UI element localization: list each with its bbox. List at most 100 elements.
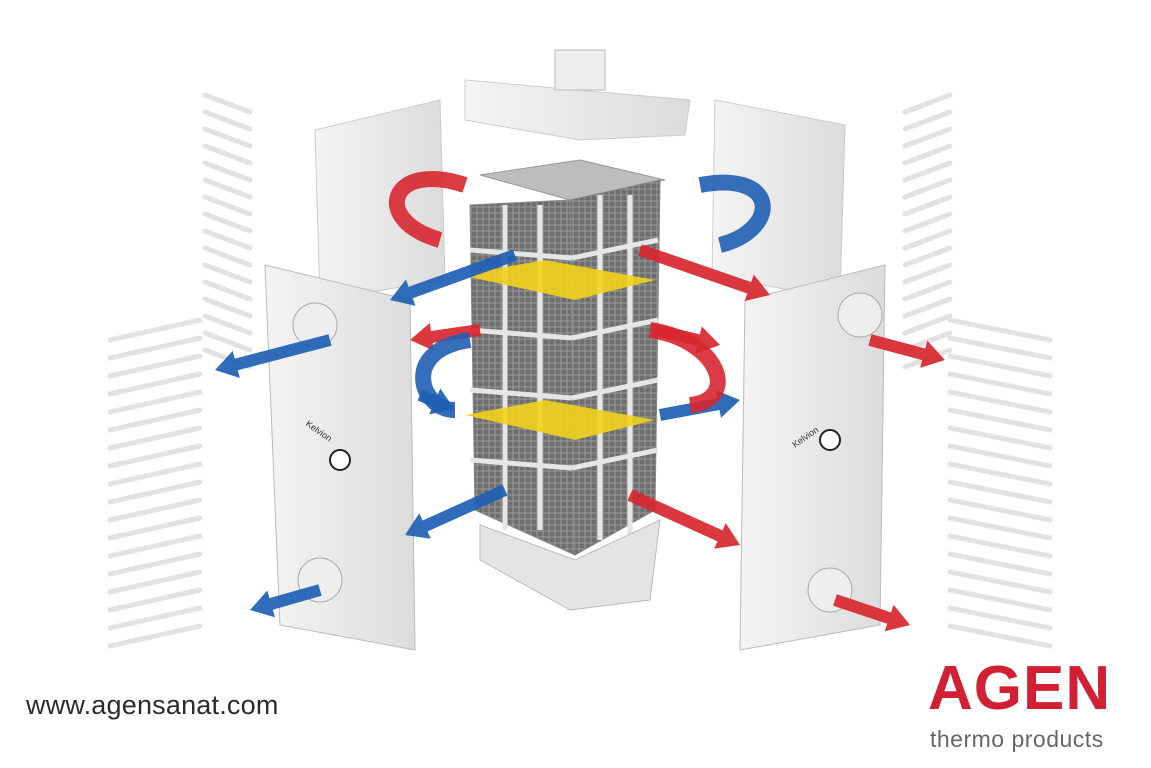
bolt bbox=[947, 443, 1053, 469]
back-right-panel bbox=[711, 99, 846, 301]
bolt bbox=[202, 92, 253, 115]
hot-curved-arrow bbox=[648, 322, 726, 413]
grid-bar bbox=[469, 327, 573, 341]
bolts-right bbox=[902, 92, 1053, 649]
bolt bbox=[902, 228, 953, 251]
bolt bbox=[902, 262, 953, 285]
bolt bbox=[947, 407, 1053, 433]
bolts-left bbox=[107, 92, 253, 649]
bolt bbox=[202, 279, 253, 302]
grid-bar bbox=[571, 237, 659, 261]
bolt bbox=[947, 317, 1053, 343]
bolt bbox=[107, 443, 203, 469]
bolt bbox=[202, 160, 253, 183]
hot-flow-arrow bbox=[638, 244, 770, 302]
bolt bbox=[947, 533, 1053, 559]
bolt bbox=[947, 605, 1053, 631]
bolt bbox=[902, 126, 953, 149]
bolt bbox=[107, 389, 203, 415]
bolt bbox=[947, 335, 1053, 361]
cold-flow-arrow bbox=[250, 584, 322, 618]
bolt bbox=[107, 371, 203, 397]
hot-flow-arrow bbox=[833, 594, 910, 632]
bolt bbox=[947, 623, 1053, 649]
bolt bbox=[902, 92, 953, 115]
bolt bbox=[947, 425, 1053, 451]
bolt bbox=[902, 177, 953, 200]
bolt bbox=[947, 371, 1053, 397]
bolt bbox=[202, 313, 253, 336]
bolt bbox=[902, 211, 953, 234]
bolt bbox=[902, 143, 953, 166]
bolt bbox=[902, 109, 953, 132]
bolt bbox=[902, 245, 953, 268]
bolt bbox=[107, 497, 203, 523]
grid-bar bbox=[571, 377, 659, 401]
bolt bbox=[202, 245, 253, 268]
bolt bbox=[107, 533, 203, 559]
bolt bbox=[107, 587, 203, 613]
bolt bbox=[902, 313, 953, 336]
bolt bbox=[107, 461, 203, 487]
baffle-upper bbox=[460, 260, 655, 300]
plate-pack-core bbox=[460, 159, 666, 611]
flow-arrows bbox=[215, 171, 945, 632]
baffle-lower bbox=[465, 400, 655, 440]
grid-bar bbox=[469, 457, 573, 471]
grid-bar bbox=[571, 447, 659, 471]
bolt bbox=[902, 194, 953, 217]
bolt bbox=[947, 515, 1053, 541]
cold-flow-arrow bbox=[405, 484, 508, 539]
bolt bbox=[107, 335, 203, 361]
bolt bbox=[947, 389, 1053, 415]
bolt bbox=[202, 211, 253, 234]
bolt bbox=[947, 551, 1053, 577]
grid-bar bbox=[469, 387, 573, 401]
bolt bbox=[947, 479, 1053, 505]
hot-curved-arrow bbox=[388, 171, 468, 248]
hot-flow-arrow bbox=[410, 323, 481, 351]
bolt bbox=[107, 551, 203, 577]
bolt bbox=[107, 317, 203, 343]
grid-bar bbox=[469, 247, 573, 261]
logo-tagline: thermo products bbox=[930, 726, 1104, 752]
bolt bbox=[202, 177, 253, 200]
website-url[interactable]: www.agensanat.com bbox=[26, 690, 279, 720]
bolt bbox=[947, 587, 1053, 613]
bolt bbox=[902, 160, 953, 183]
bolt bbox=[947, 353, 1053, 379]
hot-flow-arrow bbox=[627, 489, 740, 549]
bolt bbox=[107, 623, 203, 649]
grid-bar bbox=[571, 317, 659, 341]
bolt bbox=[947, 569, 1053, 595]
bolt bbox=[902, 279, 953, 302]
front-left-panel: Kelvion bbox=[264, 264, 416, 651]
bolt bbox=[202, 109, 253, 132]
bolt bbox=[107, 407, 203, 433]
bolt bbox=[202, 228, 253, 251]
cold-curved-arrow bbox=[698, 174, 771, 253]
bolt bbox=[947, 497, 1053, 523]
hot-flow-arrow bbox=[868, 334, 945, 368]
bolt bbox=[107, 569, 203, 595]
cold-curved-arrow bbox=[415, 332, 472, 418]
bolt bbox=[107, 605, 203, 631]
agen-logo: AGEN bbox=[928, 654, 1112, 723]
bolt bbox=[107, 479, 203, 505]
bolt bbox=[107, 425, 203, 451]
front-right-panel: Kelvion bbox=[739, 264, 886, 651]
bolt bbox=[107, 515, 203, 541]
cold-flow-arrow bbox=[215, 334, 332, 378]
top-cover bbox=[464, 49, 691, 141]
bolt bbox=[947, 461, 1053, 487]
bolt bbox=[202, 143, 253, 166]
back-left-panel bbox=[314, 99, 446, 301]
bolt bbox=[202, 262, 253, 285]
bolt bbox=[202, 330, 253, 353]
bolt bbox=[202, 126, 253, 149]
bolt bbox=[902, 296, 953, 319]
bolt bbox=[202, 296, 253, 319]
cold-flow-arrow bbox=[390, 249, 518, 306]
